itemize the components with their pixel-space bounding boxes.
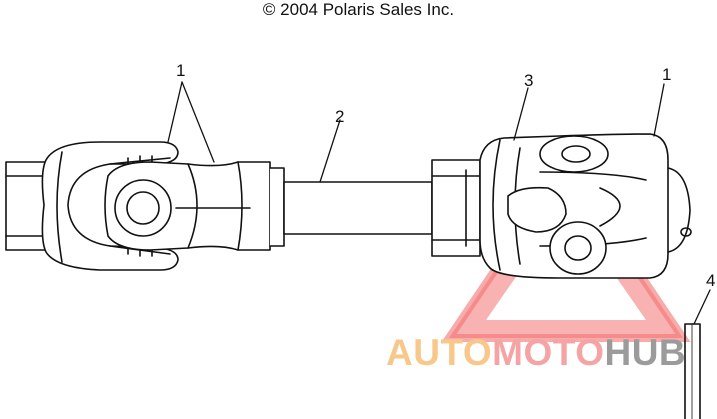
side-part (684, 323, 701, 419)
left-inner-yoke (104, 161, 271, 251)
leader-left-yoke-b (181, 81, 215, 163)
leader-shaft (319, 119, 341, 183)
leader-right-yoke (653, 83, 665, 137)
center-shaft (269, 167, 433, 247)
callout-side-part: 4 (706, 271, 716, 290)
watermark-auto: AUTO (386, 332, 493, 373)
callout-right-coupler: 3 (524, 71, 534, 90)
watermark-hub: HUB (604, 332, 687, 373)
leader-left-yoke-a (167, 81, 183, 143)
callout-right-yoke: 1 (662, 65, 672, 84)
watermark-logo: AUTOMOTOHUB (386, 332, 686, 374)
watermark-moto: MOTO (492, 332, 605, 373)
callout-shaft: 2 (335, 107, 345, 126)
leader-right-coupler (513, 87, 529, 141)
leader-lines (167, 81, 711, 325)
callout-left-yoke: 1 (176, 61, 186, 80)
leader-side-part (693, 289, 711, 325)
copyright-text: © 2004 Polaris Sales Inc. (262, 0, 455, 19)
right-coupler (479, 133, 692, 279)
right-end-tube (431, 159, 481, 257)
